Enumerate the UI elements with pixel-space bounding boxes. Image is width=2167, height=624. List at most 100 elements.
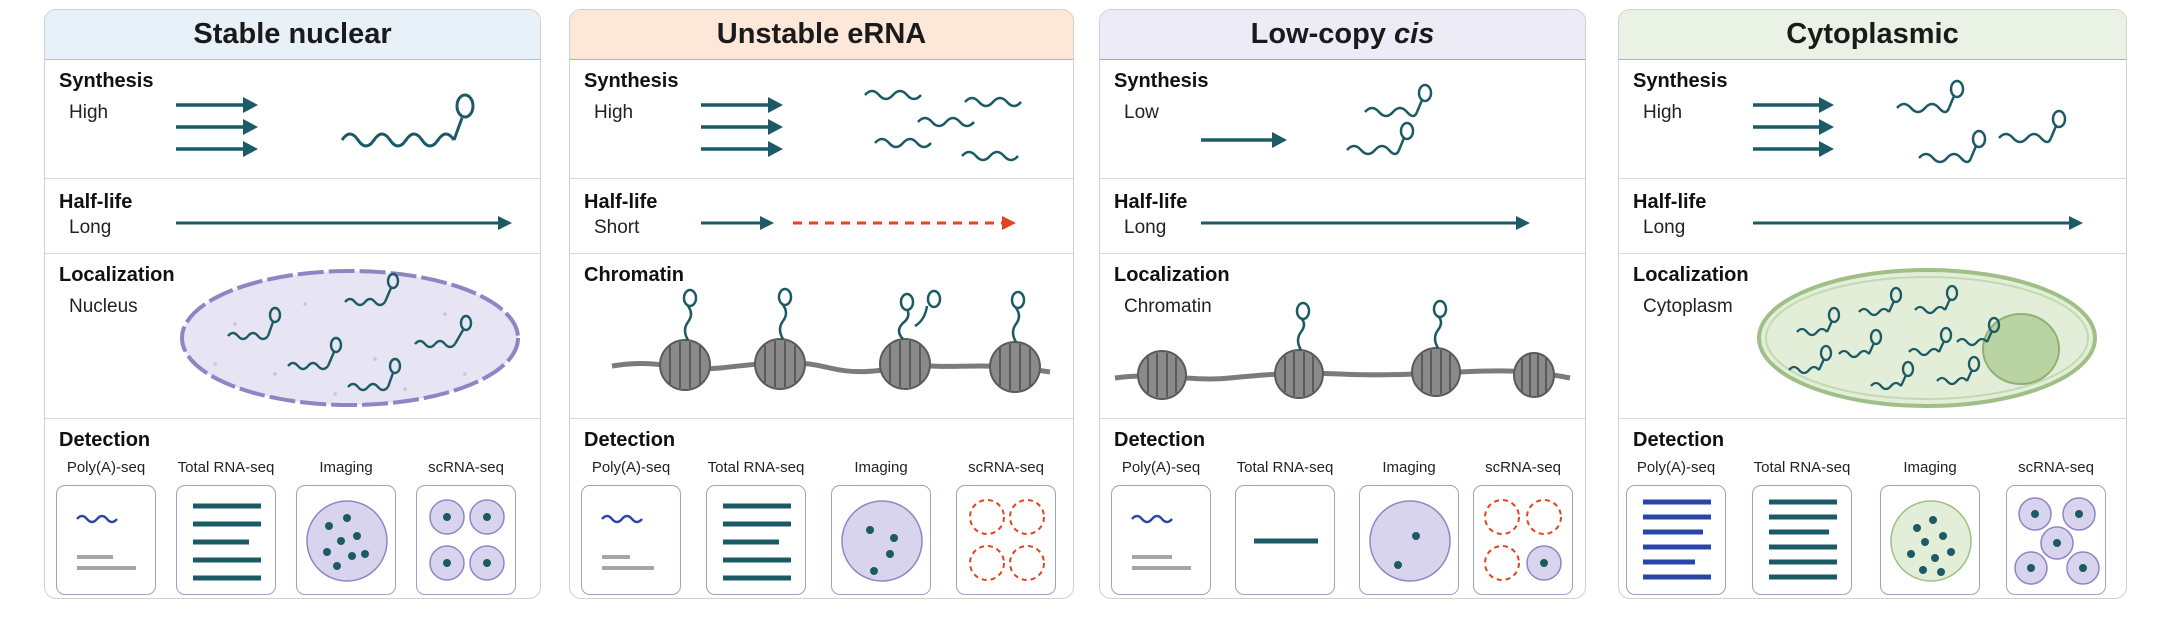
localization-row: Localization Nucleus — [45, 253, 540, 419]
localization-value: Nucleus — [69, 296, 138, 317]
method-label-imaging: Imaging — [854, 459, 908, 476]
panel-low-copy-cis: Low-copy cis Synthesis Low Half-life Lon… — [1099, 9, 1586, 599]
scrna-seq-result — [416, 485, 516, 595]
half-life-value: Long — [69, 217, 112, 238]
panel-title-text: Low-copy cis — [1251, 18, 1435, 51]
localization-value: Chromatin — [1124, 296, 1212, 317]
synthesis-row: Synthesis High — [570, 60, 1073, 178]
half-life-label: Half-life — [59, 191, 133, 213]
nucleus-shape — [180, 269, 520, 407]
total-rna-seq-result — [1235, 485, 1335, 595]
localization-row: Chromatin — [570, 253, 1073, 419]
localization-row: Localization Chromatin — [1100, 253, 1585, 419]
method-label-total: Total RNA-seq — [177, 459, 275, 476]
panel-title-text: Stable nuclear — [193, 18, 392, 50]
method-label-imaging: Imaging — [1382, 459, 1436, 476]
half-life-row: Half-life Long — [1100, 178, 1585, 254]
synthesis-label: Synthesis — [59, 70, 154, 92]
method-label-polya: Poly(A)-seq — [1121, 459, 1201, 476]
polya-seq-result — [1626, 485, 1726, 595]
detection-row: Detection Poly(A)-seq Total RNA-seq Imag… — [1100, 418, 1585, 598]
chromatin-illustration — [1114, 299, 1571, 400]
imaging-result — [831, 485, 931, 595]
half-life-row: Half-life Long — [45, 178, 540, 254]
panel-title-text: Unstable eRNA — [716, 18, 927, 50]
half-life-row: Half-life Short — [570, 178, 1073, 254]
method-label-total: Total RNA-seq — [1753, 459, 1851, 476]
panel-title: Low-copy cis — [1100, 10, 1585, 60]
half-life-value: Long — [1643, 217, 1686, 238]
synthesis-illustration — [176, 93, 475, 157]
synthesis-illustration — [701, 89, 1022, 162]
half-life-label: Half-life — [1114, 191, 1188, 213]
synthesis-row: Synthesis High — [45, 60, 540, 178]
method-label-scrna: scRNA-seq — [2018, 459, 2094, 476]
synthesis-label: Synthesis — [1114, 70, 1209, 92]
imaging-result — [1359, 485, 1459, 595]
nucleus-shape — [1982, 313, 2060, 385]
method-label-polya: Poly(A)-seq — [1636, 459, 1716, 476]
localization-label: Localization — [1633, 264, 1749, 286]
synthesis-label: Synthesis — [1633, 70, 1728, 92]
half-life-label: Half-life — [1633, 191, 1707, 213]
detection-row: Detection Poly(A)-seq Total RNA-seq Imag… — [1619, 418, 2126, 598]
detection-label: Detection — [59, 429, 151, 451]
cell-illustration — [1757, 268, 2097, 408]
synthesis-row: Synthesis High — [1619, 60, 2126, 178]
panel-title: Stable nuclear — [45, 10, 540, 60]
half-life-value: Short — [594, 217, 640, 238]
total-rna-seq-result — [1752, 485, 1852, 595]
total-rna-seq-result — [706, 485, 806, 595]
method-label-polya: Poly(A)-seq — [591, 459, 671, 476]
method-label-imaging: Imaging — [1903, 459, 1957, 476]
half-life-arrow — [701, 216, 1016, 230]
detection-row: Detection Poly(A)-seq Total RNA-seq Imag… — [45, 418, 540, 598]
detection-row: Detection Poly(A)-seq Total RNA-seq Imag… — [570, 418, 1073, 598]
panel-title-main: Low-copy — [1250, 18, 1395, 50]
nucleus-illustration — [180, 269, 520, 407]
localization-value: Cytoplasm — [1643, 296, 1733, 317]
polya-seq-result — [581, 485, 681, 595]
scrna-seq-result — [1473, 485, 1573, 595]
method-label-total: Total RNA-seq — [707, 459, 805, 476]
panel-title: Unstable eRNA — [570, 10, 1073, 60]
method-label-total: Total RNA-seq — [1236, 459, 1334, 476]
chromatin-illustration — [611, 287, 1051, 393]
half-life-row: Half-life Long — [1619, 178, 2126, 254]
panel-unstable-erna: Unstable eRNA Synthesis High Half-life S… — [569, 9, 1074, 599]
method-label-scrna: scRNA-seq — [968, 459, 1044, 476]
half-life-arrow — [176, 216, 512, 230]
rna-transcript-icon — [340, 132, 456, 148]
nucleosome-icon — [659, 338, 1041, 393]
detection-label: Detection — [584, 429, 676, 451]
scrna-seq-result — [956, 485, 1056, 595]
panel-stable-nuclear: Stable nuclear Synthesis High Half-life … — [44, 9, 541, 599]
synthesis-label: Synthesis — [584, 70, 679, 92]
method-label-imaging: Imaging — [319, 459, 373, 476]
synthesis-illustration — [1753, 79, 2067, 164]
synthesis-value: High — [594, 102, 634, 123]
polya-seq-result — [1111, 485, 1211, 595]
synthesis-value: Low — [1124, 102, 1159, 123]
detection-label: Detection — [1114, 429, 1206, 451]
localization-label: Chromatin — [584, 264, 684, 286]
localization-label: Localization — [59, 264, 175, 286]
imaging-result — [296, 485, 396, 595]
localization-label: Localization — [1114, 264, 1230, 286]
panel-cytoplasmic: Cytoplasmic Synthesis High Half-life Lon… — [1618, 9, 2127, 599]
short-rna-fragments — [864, 89, 1022, 162]
synthesis-illustration — [1201, 83, 1433, 156]
synthesis-value: High — [69, 102, 109, 123]
synthesis-value: High — [1643, 102, 1683, 123]
localization-row: Localization Cytoplasm — [1619, 253, 2126, 419]
half-life-arrow — [1753, 216, 2083, 230]
panel-title-italic: cis — [1394, 18, 1435, 50]
half-life-value: Long — [1124, 217, 1167, 238]
polya-seq-result — [56, 485, 156, 595]
scrna-seq-result — [2006, 485, 2106, 595]
method-label-scrna: scRNA-seq — [1485, 459, 1561, 476]
method-label-polya: Poly(A)-seq — [66, 459, 146, 476]
half-life-arrow — [1201, 216, 1530, 230]
half-life-label: Half-life — [584, 191, 658, 213]
method-label-scrna: scRNA-seq — [428, 459, 504, 476]
